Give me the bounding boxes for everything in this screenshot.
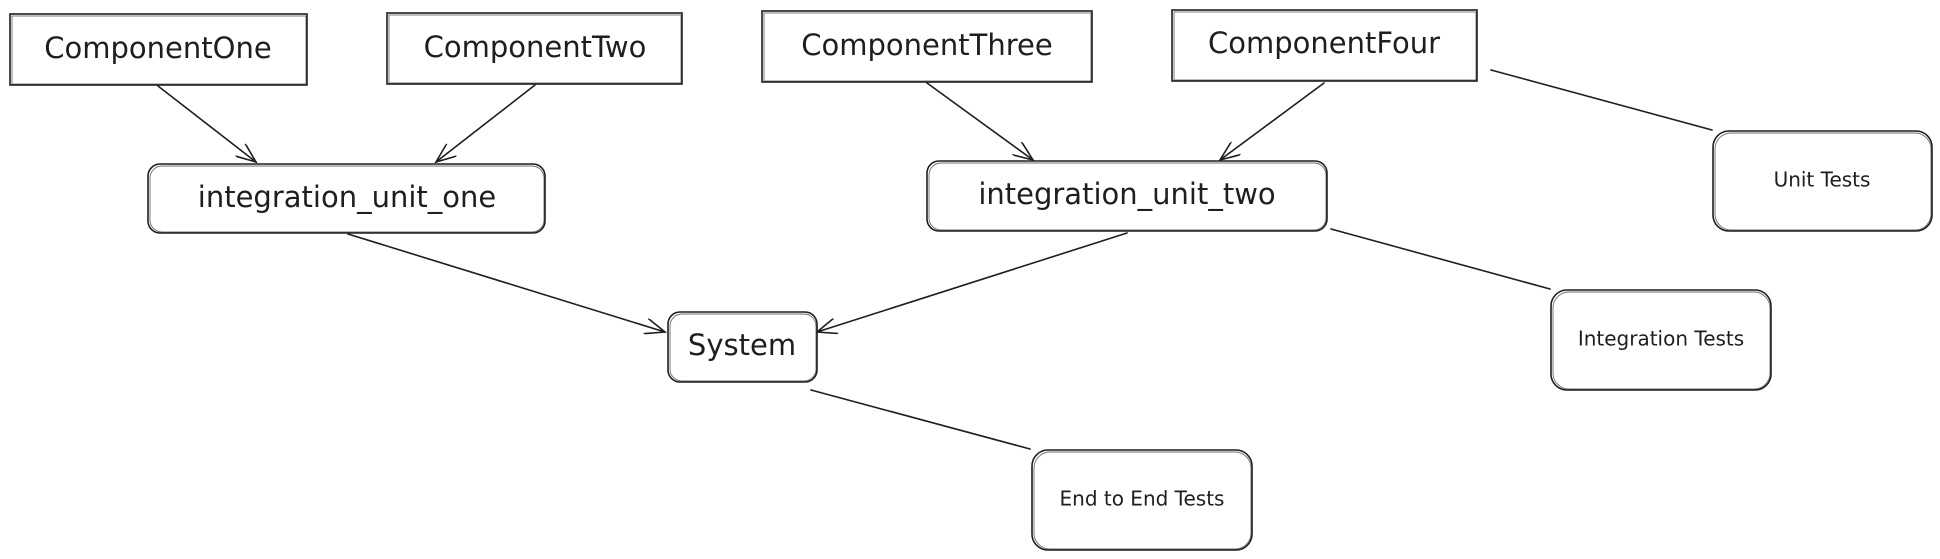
edge-integration-unit-one-to-system (347, 233, 665, 332)
node-system[interactable]: System (667, 311, 818, 383)
node-label: integration_unit_two (978, 177, 1275, 211)
edge-componentfour-to-integration-unit-two (1220, 82, 1325, 160)
edges (157, 69, 1713, 450)
edge-system-to-end-to-end-tests (810, 389, 1031, 450)
node-integration-tests[interactable]: Integration Tests (1550, 289, 1772, 391)
edge-componentone-to-integration-unit-one (157, 85, 256, 162)
node-label: System (688, 328, 796, 362)
node-label: ComponentFour (1208, 26, 1440, 60)
node-unit-tests[interactable]: Unit Tests (1712, 130, 1933, 232)
node-end-to-end-tests[interactable]: End to End Tests (1031, 449, 1253, 551)
edge-componentfour-to-unit-tests (1490, 69, 1713, 131)
edge-componenttwo-to-integration-unit-one (436, 84, 536, 162)
node-integration-unit-one[interactable]: integration_unit_one (147, 163, 546, 234)
node-componentfour[interactable]: ComponentFour (1171, 9, 1478, 82)
node-label: End to End Tests (1060, 487, 1225, 511)
edge-integration-unit-two-to-system (817, 232, 1128, 332)
node-label: ComponentTwo (424, 30, 647, 64)
node-componentthree[interactable]: ComponentThree (761, 10, 1093, 83)
node-componenttwo[interactable]: ComponentTwo (386, 12, 683, 85)
node-label: Integration Tests (1578, 327, 1744, 351)
edge-componentthree-to-integration-unit-two (926, 82, 1033, 160)
node-label: integration_unit_one (198, 180, 496, 214)
node-componentone[interactable]: ComponentOne (9, 13, 308, 86)
node-label: Unit Tests (1774, 168, 1871, 192)
node-label: ComponentOne (44, 31, 271, 65)
node-integration-unit-two[interactable]: integration_unit_two (926, 160, 1328, 232)
node-label: ComponentThree (801, 28, 1052, 62)
edge-integration-unit-two-to-integration-tests (1330, 228, 1551, 290)
